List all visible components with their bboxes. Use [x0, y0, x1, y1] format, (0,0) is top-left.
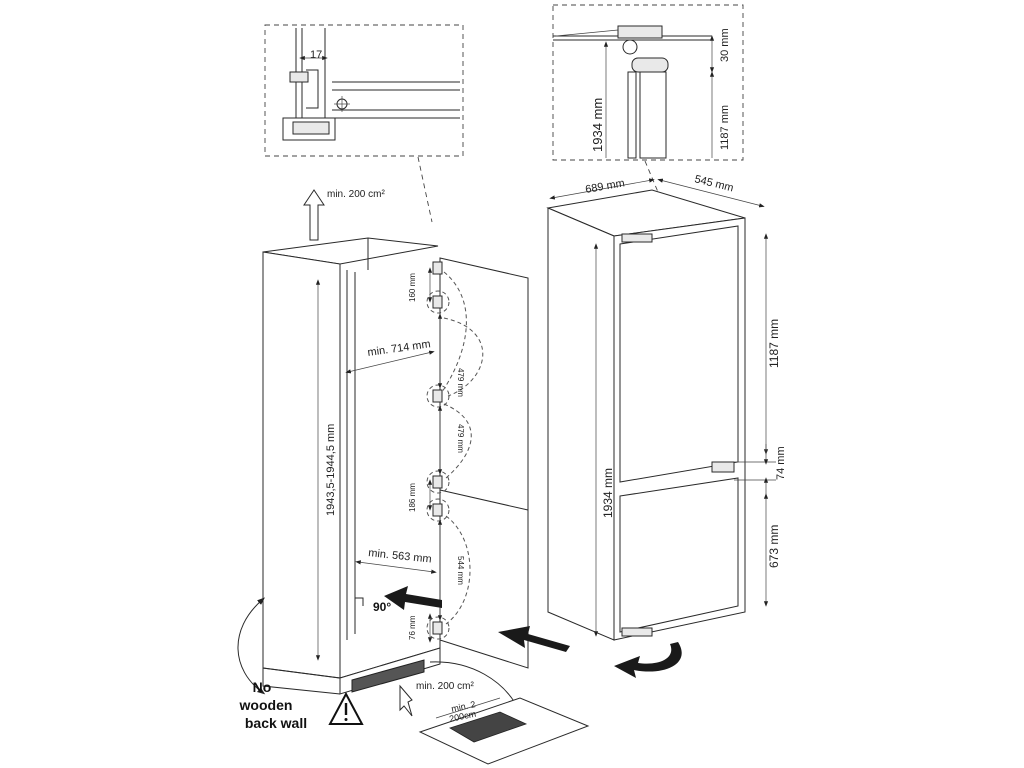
- hinge-3-icon: [432, 389, 443, 403]
- appliance-lower-label: 673 mm: [767, 525, 781, 568]
- detail-right-height-label: 1934 mm: [590, 98, 605, 152]
- warning-triangle-icon: [328, 691, 364, 725]
- freezer-door: [619, 477, 739, 633]
- vent-up-arrow-icon: [303, 189, 325, 241]
- appliance-width-label: 689 mm: [584, 177, 625, 196]
- fridge-door: [619, 225, 739, 483]
- detail-left-gap-label: 17: [310, 49, 322, 61]
- appliance: 689 mm 545 mm 1934 mm 1187 mm 74 mm 673 …: [546, 173, 787, 678]
- detail-left-hinge: 17: [264, 24, 464, 157]
- cabinet-door-panel: [439, 257, 529, 669]
- hinge-1-icon: [432, 261, 443, 275]
- top-hinge-icon: [621, 233, 653, 243]
- detail-left-leader: [417, 156, 433, 223]
- hinge-spacing-2: 479 mm: [456, 368, 465, 397]
- hinge-5-icon: [432, 503, 443, 517]
- hinge-4-icon: [432, 475, 443, 489]
- hinge-column: 160 mm 479 mm 479 mm 186 mm 544 mm 76 mm: [408, 261, 484, 643]
- door-swing-arrow-icon: [614, 642, 682, 678]
- detail-right-leader: [644, 160, 659, 193]
- middle-hinge-icon: [711, 461, 735, 473]
- appliance-upper-label: 1187 mm: [767, 319, 781, 368]
- hinge-spacing-4: 186 mm: [408, 483, 417, 512]
- vent-top-label: min. 200 cm²: [327, 189, 385, 200]
- hinge-spacing-3: 479 mm: [456, 424, 465, 453]
- hinge-spacing-6: 76 mm: [408, 615, 417, 640]
- hinge-block-icon: [289, 71, 309, 83]
- hinge-2-icon: [432, 295, 443, 309]
- appliance-depth-label: 545 mm: [693, 173, 734, 194]
- niche-cabinet: min. 200 cm² 1943,5-1944,5 mm min. 714 m…: [237, 189, 590, 765]
- appliance-height-label: 1934 mm: [601, 468, 615, 518]
- detail-right-frame: [552, 4, 744, 161]
- detail-right-upper-label: 1187 mm: [719, 105, 731, 150]
- niche-width-label: min. 563 mm: [368, 547, 432, 566]
- vent-grille: [351, 659, 425, 693]
- warning-line-1: No: [253, 679, 272, 695]
- appliance-side: [547, 207, 615, 641]
- hinge-6-icon: [432, 621, 443, 635]
- vent-out-arrow-icon: [399, 684, 413, 717]
- vent-area-label-1: min. 2: [450, 699, 476, 714]
- angle-label: 90°: [373, 600, 391, 614]
- push-arrow-icon: [498, 626, 570, 652]
- warning-line-2: wooden: [239, 697, 293, 713]
- vent-floor-grille: [449, 711, 528, 743]
- niche-depth-label: min. 714 mm: [367, 338, 432, 359]
- vent-bottom-label: min. 200 cm²: [416, 681, 474, 692]
- hinge-spacing-5: 544 mm: [456, 556, 465, 585]
- detail-left-frame: [264, 24, 464, 157]
- niche-height-label: 1943,5-1944,5 mm: [325, 424, 337, 516]
- detail-right-top-gap-label: 30 mm: [719, 28, 731, 62]
- warning-line-3: back wall: [245, 715, 307, 731]
- hinge-pin-icon: [622, 39, 638, 55]
- bottom-hinge-icon: [621, 627, 653, 637]
- appliance-middle-label: 74 mm: [775, 446, 787, 480]
- detail-right-top: 1934 mm 30 mm 1187 mm: [552, 4, 744, 161]
- back-wall-rotate-arrow: [237, 597, 266, 695]
- hinge-spacing-1: 160 mm: [408, 273, 417, 302]
- insert-arrow-icon: [384, 586, 442, 610]
